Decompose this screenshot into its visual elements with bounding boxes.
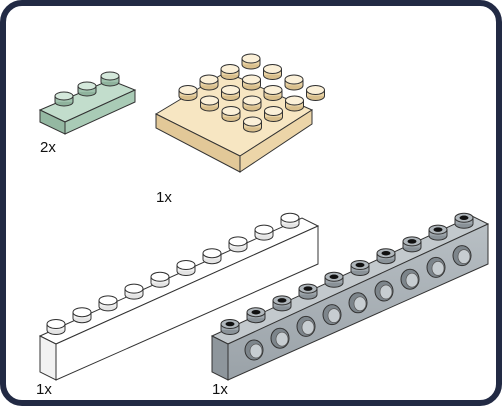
stud [220, 64, 240, 80]
technic-hole [270, 327, 290, 349]
stud [298, 283, 318, 300]
stud [199, 74, 219, 91]
stud [254, 224, 274, 241]
stud [428, 224, 448, 241]
stud [228, 236, 248, 253]
technic-hole [296, 315, 316, 337]
stud [263, 64, 282, 80]
sand-green-plate [38, 71, 137, 135]
stud [242, 74, 261, 91]
stud [98, 295, 118, 312]
stud [124, 283, 144, 300]
stud [272, 295, 292, 312]
quantity-label-sand-green-plate: 2x [40, 139, 56, 156]
stud [402, 236, 422, 253]
stud [221, 85, 240, 101]
stud [454, 212, 474, 229]
technic-hole [374, 280, 394, 302]
gray-technic-brick [210, 212, 490, 381]
quantity-label-gray-technic-brick: 1x [212, 381, 228, 398]
technic-hole [426, 256, 446, 278]
stud [263, 85, 283, 101]
stud [243, 116, 262, 133]
stud [150, 271, 170, 288]
stud [284, 74, 304, 91]
quantity-label-white-brick: 1x [36, 381, 52, 398]
technic-hole [452, 245, 472, 267]
stud [246, 307, 266, 324]
stud [285, 95, 304, 112]
stud [280, 212, 300, 229]
stud [242, 95, 262, 112]
technic-hole [348, 292, 368, 314]
stud [202, 248, 222, 265]
stud [221, 106, 241, 122]
stud [241, 53, 261, 70]
stud [376, 248, 396, 265]
technic-hole [400, 268, 420, 290]
stud [72, 307, 92, 324]
stud [178, 85, 198, 101]
stud [324, 271, 344, 288]
stud [200, 95, 219, 112]
stud [46, 319, 66, 335]
stud [220, 319, 240, 335]
technic-hole [244, 339, 264, 361]
stud [264, 106, 283, 122]
quantity-label-tan-plate: 1x [156, 189, 172, 206]
white-brick [38, 212, 320, 381]
stud [306, 85, 325, 101]
technic-hole [322, 304, 342, 326]
stud [176, 260, 196, 276]
parts-illustration: 2x 1x 1x 1x [36, 53, 490, 398]
stud [350, 260, 370, 276]
tan-plate [154, 53, 325, 173]
